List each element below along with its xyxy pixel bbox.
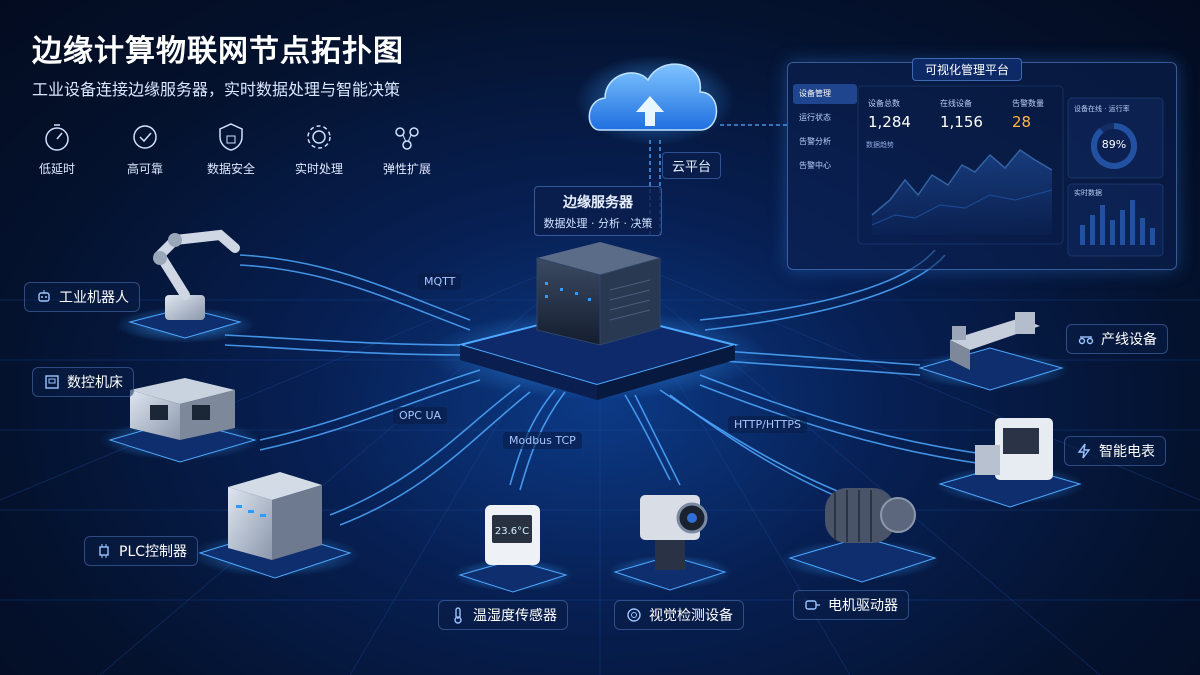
device-label: 电机驱动器 [828,598,898,614]
stat-value: 1,284 [868,113,911,131]
page-subtitle: 工业设备连接边缘服务器，实时数据处理与智能决策 [32,80,401,99]
conveyor-icon [1078,336,1094,345]
feature-elastic-scaling: 弹性扩展 [372,120,442,177]
camera-icon [627,608,641,622]
device-tag-cnc[interactable]: 数控机床 [32,367,134,397]
device-label: 视觉检测设备 [649,608,733,624]
dashboard-nav-alarm-analysis[interactable]: 告警分析 [799,137,831,146]
stat-label: 设备总数 [868,99,900,108]
plc-device [190,472,360,579]
edge-server-subtitle: 数据处理 · 分析 · 决策 [543,217,653,230]
feature-label: 高可靠 [126,162,163,176]
edge-server-box [536,242,661,346]
device-tag-plc[interactable]: PLC控制器 [84,536,199,566]
protocol-opcua: OPC UA [393,407,448,424]
stat-label: 在线设备 [940,99,972,108]
stat-total-devices: 设备总数 1,284 [868,98,932,131]
device-label: 产线设备 [1101,332,1157,348]
donut-label: 设备在线 · 运行率 [1074,105,1130,113]
shield-check-icon [133,125,157,149]
network-nodes-icon [395,127,419,150]
sensor-device: 23.6°C [453,505,573,593]
feature-label: 弹性扩展 [382,162,431,176]
device-tag-robot[interactable]: 工业机器人 [24,282,140,312]
robot-icon [38,290,50,302]
stat-value: 28 [1012,113,1032,131]
feature-real-time: 实时处理 [284,120,354,177]
device-tag-sensor[interactable]: 温湿度传感器 [438,600,568,630]
protocol-modbus: Modbus TCP [503,432,582,449]
feature-label: 数据安全 [206,162,255,176]
edge-server-title: 边缘服务器 [563,195,633,211]
device-label: 智能电表 [1099,444,1155,460]
device-tag-motor[interactable]: 电机驱动器 [793,590,909,620]
dashboard-nav-device-mgmt[interactable]: 设备管理 [793,84,857,104]
feature-low-latency: 低延时 [22,120,92,177]
lightning-icon [1077,443,1091,459]
stopwatch-icon [45,124,69,151]
feature-label: 低延时 [38,162,75,176]
device-label: 温湿度传感器 [473,608,557,624]
thermometer-icon [454,607,462,624]
chip-icon [99,544,109,558]
trend-chart-label: 数据趋势 [866,141,894,149]
dashboard-nav-alarm-center[interactable]: 告警中心 [799,161,831,170]
device-tag-line[interactable]: 产线设备 [1066,324,1168,354]
device-label: 工业机器人 [59,290,129,306]
edge-server-label: 边缘服务器 数据处理 · 分析 · 决策 [534,186,662,236]
gear-icon [307,125,331,149]
page-title: 边缘计算物联网节点拓扑图 [32,34,404,69]
bars-label: 实时数据 [1074,189,1102,197]
edge-server-platform [427,308,767,400]
stat-value: 1,156 [940,113,983,131]
cloud-label: 云平台 [662,152,722,179]
stat-label: 告警数量 [1012,99,1044,108]
cloud-platform [575,55,735,145]
feature-data-security: 数据安全 [196,120,266,177]
device-tag-meter[interactable]: 智能电表 [1064,436,1166,466]
line-device [910,312,1070,391]
dashboard-title: 可视化管理平台 [912,58,1023,81]
stat-alarm-count: 告警数量 28 [1012,98,1076,131]
motor-device [780,488,940,583]
donut-value: 89% [1101,138,1127,151]
stat-online-devices: 在线设备 1,156 [940,98,1004,131]
feature-label: 实时处理 [294,162,343,176]
dashboard-panel [787,62,1177,270]
vision-device [608,495,732,591]
motor-icon [805,600,820,610]
device-tag-vision[interactable]: 视觉检测设备 [614,600,744,630]
cnc-machine-icon [45,375,59,389]
dashboard-nav-status[interactable]: 运行状态 [799,113,831,122]
protocol-http: HTTP/HTTPS [728,416,807,433]
device-label: PLC控制器 [119,544,188,560]
robot-device [115,229,255,343]
cnc-device [100,378,260,463]
meter-device [935,418,1085,508]
sensor-readout: 23.6°C [495,526,529,537]
device-label: 数控机床 [67,375,123,391]
lock-shield-icon [219,123,243,151]
protocol-mqtt: MQTT [418,273,462,290]
feature-high-reliability: 高可靠 [110,120,180,177]
